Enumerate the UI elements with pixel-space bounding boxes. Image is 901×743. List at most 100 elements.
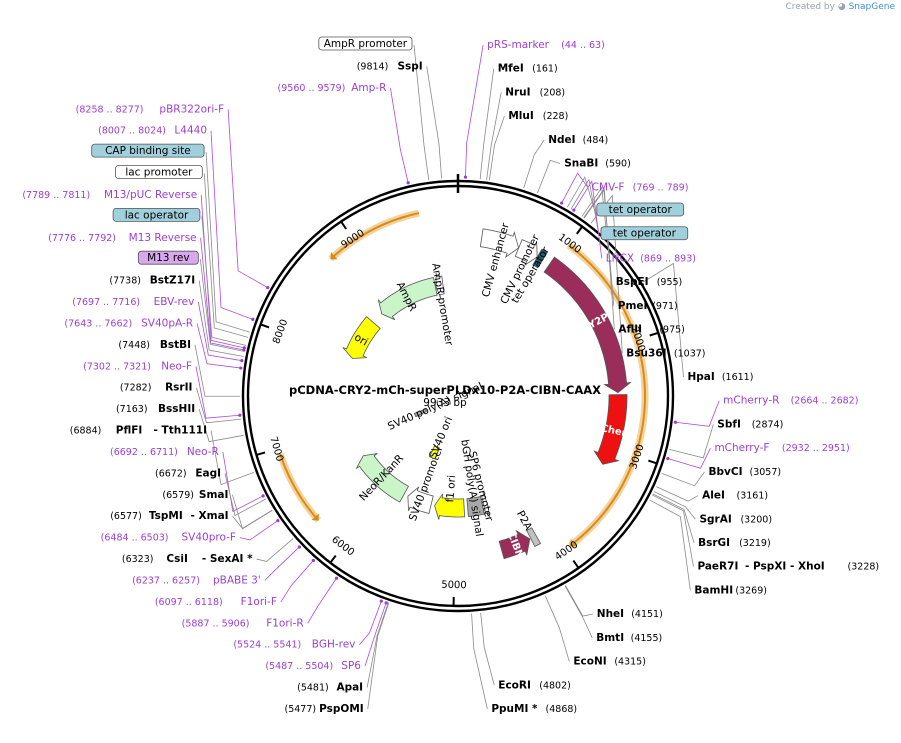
leader-line <box>239 519 279 541</box>
enzyme-site-snabi[interactable]: SnaBI(590) <box>564 158 631 170</box>
site-coord: (6097 .. 6118) <box>155 597 223 608</box>
feature-tag-ampr-promoter[interactable]: AmpR promoter <box>318 36 413 51</box>
enzyme-site-hpai[interactable]: HpaI(1611) <box>687 371 753 383</box>
enzyme-site-bspei[interactable]: BspEI(955) <box>616 276 683 288</box>
primer-site-l4440[interactable]: L4440(8007 .. 8024) <box>98 125 207 137</box>
tick-mark <box>329 554 337 564</box>
enzyme-site-bstbi[interactable]: BstBI(7448) <box>118 339 191 351</box>
site-name: BsrGI <box>698 537 730 549</box>
feature-tag-tet-operator[interactable]: tet operator <box>600 226 689 241</box>
tick-label: 7000 <box>267 435 285 463</box>
enzyme-site-bsu36i[interactable]: Bsu36I(1037) <box>626 347 705 359</box>
enzyme-site-mlui[interactable]: MluI(228) <box>508 110 568 122</box>
site-coord: (6672) <box>155 468 187 479</box>
feature-neor-kanr[interactable]: NeoR/KanR <box>355 452 409 503</box>
site-name: NruI <box>505 86 530 98</box>
primer-site-prs-marker[interactable]: pRS-marker(44 .. 63) <box>487 39 605 51</box>
orf-neo-arc <box>279 453 320 521</box>
primer-site-f1ori-f[interactable]: F1ori-F(6097 .. 6118) <box>155 596 277 608</box>
primer-site-sp6[interactable]: SP6(5487 .. 5504) <box>265 660 361 672</box>
site-coord: (869 .. 893) <box>640 253 696 264</box>
enzyme-site-bmti[interactable]: BmtI(4155) <box>596 632 662 644</box>
leader-line <box>280 559 315 603</box>
feature-tag-tet-operator[interactable]: tet operator <box>596 202 685 217</box>
tag-text: CAP binding site <box>105 145 191 157</box>
site-name: BamHI <box>694 584 733 596</box>
site-coord: (5487 .. 5504) <box>265 661 333 672</box>
site-coord: (2874) <box>752 419 784 430</box>
site-coord: (7448) <box>118 340 150 351</box>
enzyme-site-rsrii[interactable]: RsrII(7282) <box>120 382 193 394</box>
enzyme-site-sspi[interactable]: SspI(9814) <box>357 60 423 72</box>
primer-site-amp-r[interactable]: Amp-R(9560 .. 9579) <box>278 82 387 94</box>
enzyme-site-eagi[interactable]: EagI(6672) <box>155 467 221 479</box>
primer-site-mcherry-f[interactable]: mCherry-F(2932 .. 2951) <box>714 442 849 454</box>
enzyme-site-smai[interactable]: SmaI(6579) <box>162 489 228 501</box>
enzyme-site-paer7i[interactable]: PaeR7I- PspXI - XhoI(3228) <box>697 561 879 573</box>
primer-mark <box>266 286 270 290</box>
enzyme-site-pspomi[interactable]: PspOMI(5477) <box>285 703 364 715</box>
site-coord: (5477) <box>285 704 317 715</box>
enzyme-site-bsshii[interactable]: BssHII(7163) <box>116 403 195 415</box>
primer-site-bgh-rev[interactable]: BGH-rev(5524 .. 5541) <box>233 639 355 651</box>
leader-line <box>210 130 254 321</box>
leader-line <box>203 173 249 338</box>
feature-tag-m13-rev[interactable]: M13 rev <box>137 250 199 265</box>
primer-site-sv40pa-r[interactable]: SV40pA-R(7643 .. 7662) <box>64 317 193 329</box>
primer-site-neo-f[interactable]: Neo-F(7302 .. 7321) <box>83 360 192 372</box>
enzyme-site-sbfi[interactable]: SbfI(2874) <box>717 418 783 430</box>
feature-tag-lac-promoter[interactable]: lac promoter <box>115 165 203 179</box>
orf-neo-arrowhead <box>311 513 320 521</box>
primer-site-mcherry-r[interactable]: mCherry-R(2664 .. 2682) <box>723 395 858 407</box>
primer-site-m13-puc-reverse[interactable]: M13/pUC Reverse(7789 .. 7811) <box>22 189 197 201</box>
feature-ampr-promoter[interactable]: AmpR promoter <box>429 262 455 347</box>
site-name: ApaI <box>336 682 363 694</box>
enzyme-site-aflii[interactable]: AflII(975) <box>618 324 685 336</box>
leader-lines <box>194 44 720 710</box>
snapgene-credit[interactable]: Created by ◕ SnapGene <box>785 2 895 12</box>
tag-box <box>600 226 689 241</box>
feature-ampr[interactable]: AmpR <box>377 277 438 321</box>
primer-site-m13-reverse[interactable]: M13 Reverse(7776 .. 7792) <box>48 232 196 244</box>
site-coord: (8258 .. 8277) <box>76 104 144 115</box>
site-coord: (3269) <box>735 585 767 596</box>
primer-site-f1ori-r[interactable]: F1ori-R(5887 .. 5906) <box>182 617 304 629</box>
enzyme-site-sgrai[interactable]: SgrAI(3200) <box>699 513 772 525</box>
enzyme-site-econi[interactable]: EcoNI(4315) <box>573 656 646 668</box>
feature-f1-ori[interactable]: f1 ori <box>434 475 466 520</box>
enzyme-site-bamhi[interactable]: BamHI(3269) <box>694 584 767 596</box>
orf-layer <box>276 209 649 549</box>
leader-line <box>426 66 443 179</box>
primer-site-ebv-rev[interactable]: EBV-rev(7697 .. 7716) <box>72 296 194 308</box>
primer-site-neo-r[interactable]: Neo-R(6692 .. 6711) <box>110 446 219 458</box>
leader-line <box>652 493 695 544</box>
enzyme-site-pmei[interactable]: PmeI(971) <box>618 300 678 312</box>
enzyme-site-csii[interactable]: - SexAI *CsiI(6323) <box>122 553 253 565</box>
enzyme-site-ecori[interactable]: EcoRI(4802) <box>498 679 571 691</box>
feature-cibn[interactable]: CIBN <box>498 529 531 560</box>
enzyme-site-bbvci[interactable]: BbvCI(3057) <box>709 466 782 478</box>
enzyme-site-bsrgi[interactable]: BsrGI(3219) <box>698 537 771 549</box>
enzyme-site-alei[interactable]: AleI(3161) <box>702 490 768 502</box>
enzyme-site-apai[interactable]: ApaI(5481) <box>297 682 363 694</box>
feature-ori[interactable]: ori <box>342 316 381 359</box>
primer-site-cmv-f[interactable]: CMV-F(769 .. 789) <box>592 181 689 193</box>
leader-line <box>653 491 696 520</box>
primer-site-sv40pro-f[interactable]: SV40pro-F(6484 .. 6503) <box>101 532 236 544</box>
enzyme-site-mfei[interactable]: MfeI(161) <box>498 63 558 75</box>
site-coord: (955) <box>657 277 683 288</box>
enzyme-site-ndei[interactable]: NdeI(484) <box>548 134 608 146</box>
primer-site-pbr322ori-f[interactable]: pBR322ori-F(8258 .. 8277) <box>76 103 224 115</box>
primer-site-pbabe-3[interactable]: pBABE 3'(6237 .. 6257) <box>132 574 261 586</box>
enzyme-site-ppumi[interactable]: PpuMI *(4868) <box>491 703 577 715</box>
feature-shape <box>479 228 520 259</box>
feature-tag-cap-binding-site[interactable]: CAP binding site <box>91 143 205 158</box>
site-coord: (6692 .. 6711) <box>110 447 178 458</box>
enzyme-site-nrui[interactable]: NruI(208) <box>505 86 565 98</box>
feature-tag-lac-operator[interactable]: lac operator <box>112 207 201 222</box>
enzyme-site-bstz17i[interactable]: BstZ17I(7738) <box>109 275 195 287</box>
primer-site-lncx[interactable]: LNCX(869 .. 893) <box>606 252 696 264</box>
enzyme-site-nhei[interactable]: NheI(4151) <box>597 608 663 620</box>
